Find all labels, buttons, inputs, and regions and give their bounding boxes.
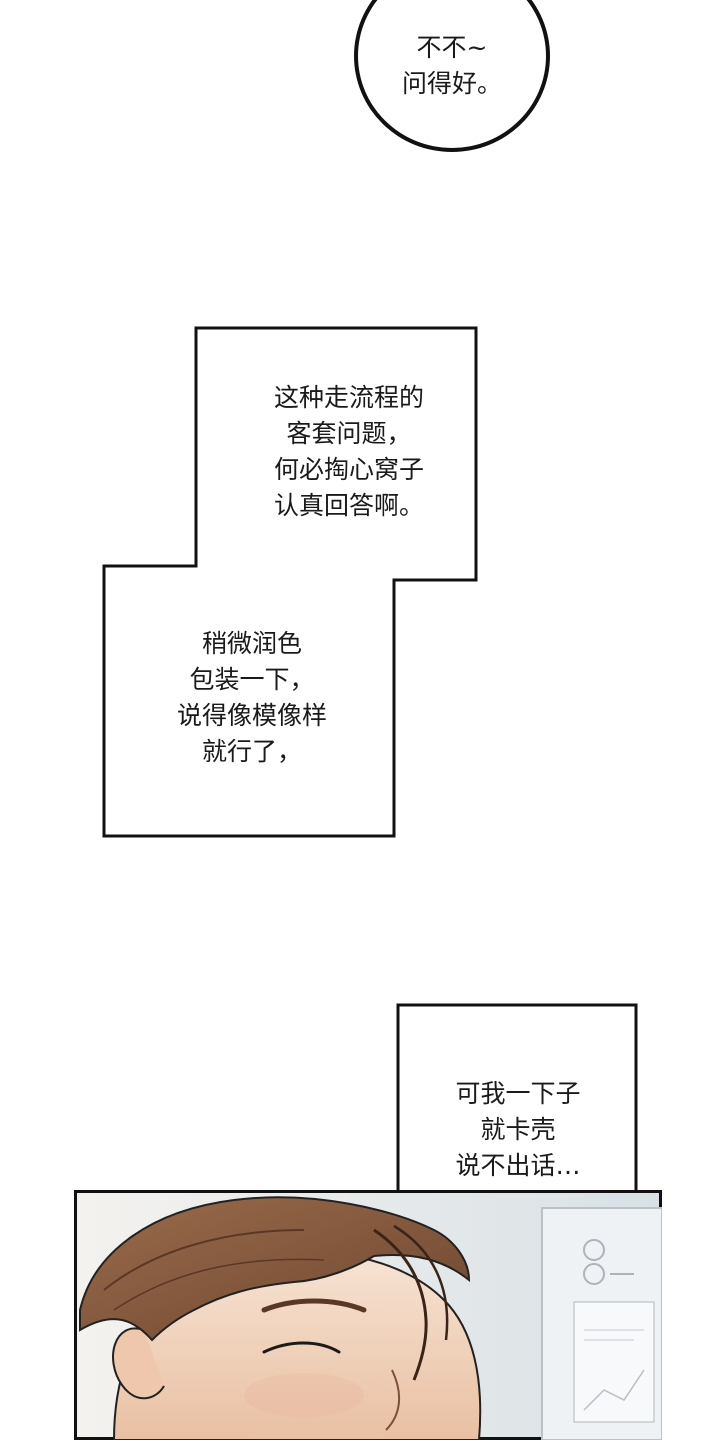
caption-line: 何必掏心窝子: [273, 455, 424, 484]
caption-3: 可我一下子 就卡壳 说不出话…: [420, 1076, 616, 1184]
caption-line: 这种走流程的: [273, 383, 424, 412]
caption-line: 就行了，: [201, 737, 302, 766]
caption-line: 认真回答啊。: [273, 491, 424, 520]
bubble-line: 不不~: [416, 33, 488, 62]
caption-1: 这种走流程的 客套问题， 何必掏心窝子 认真回答啊。: [236, 380, 462, 524]
bubble-line: 问得好。: [401, 69, 502, 98]
caption-2: 稍微润色 包装一下， 说得像模像样 就行了，: [150, 626, 354, 770]
caption-line: 客套问题，: [286, 419, 412, 448]
comic-panel-face: [74, 1190, 662, 1440]
caption-line: 说不出话…: [455, 1151, 581, 1180]
caption-line: 就卡壳: [480, 1115, 556, 1144]
face-illustration: [74, 1190, 662, 1440]
speech-bubble-text: 不不~ 问得好。: [354, 30, 550, 102]
caption-line: 稍微润色: [201, 629, 302, 658]
caption-line: 可我一下子: [455, 1079, 581, 1108]
caption-line: 说得像模像样: [176, 701, 327, 730]
caption-line: 包装一下，: [189, 665, 315, 694]
